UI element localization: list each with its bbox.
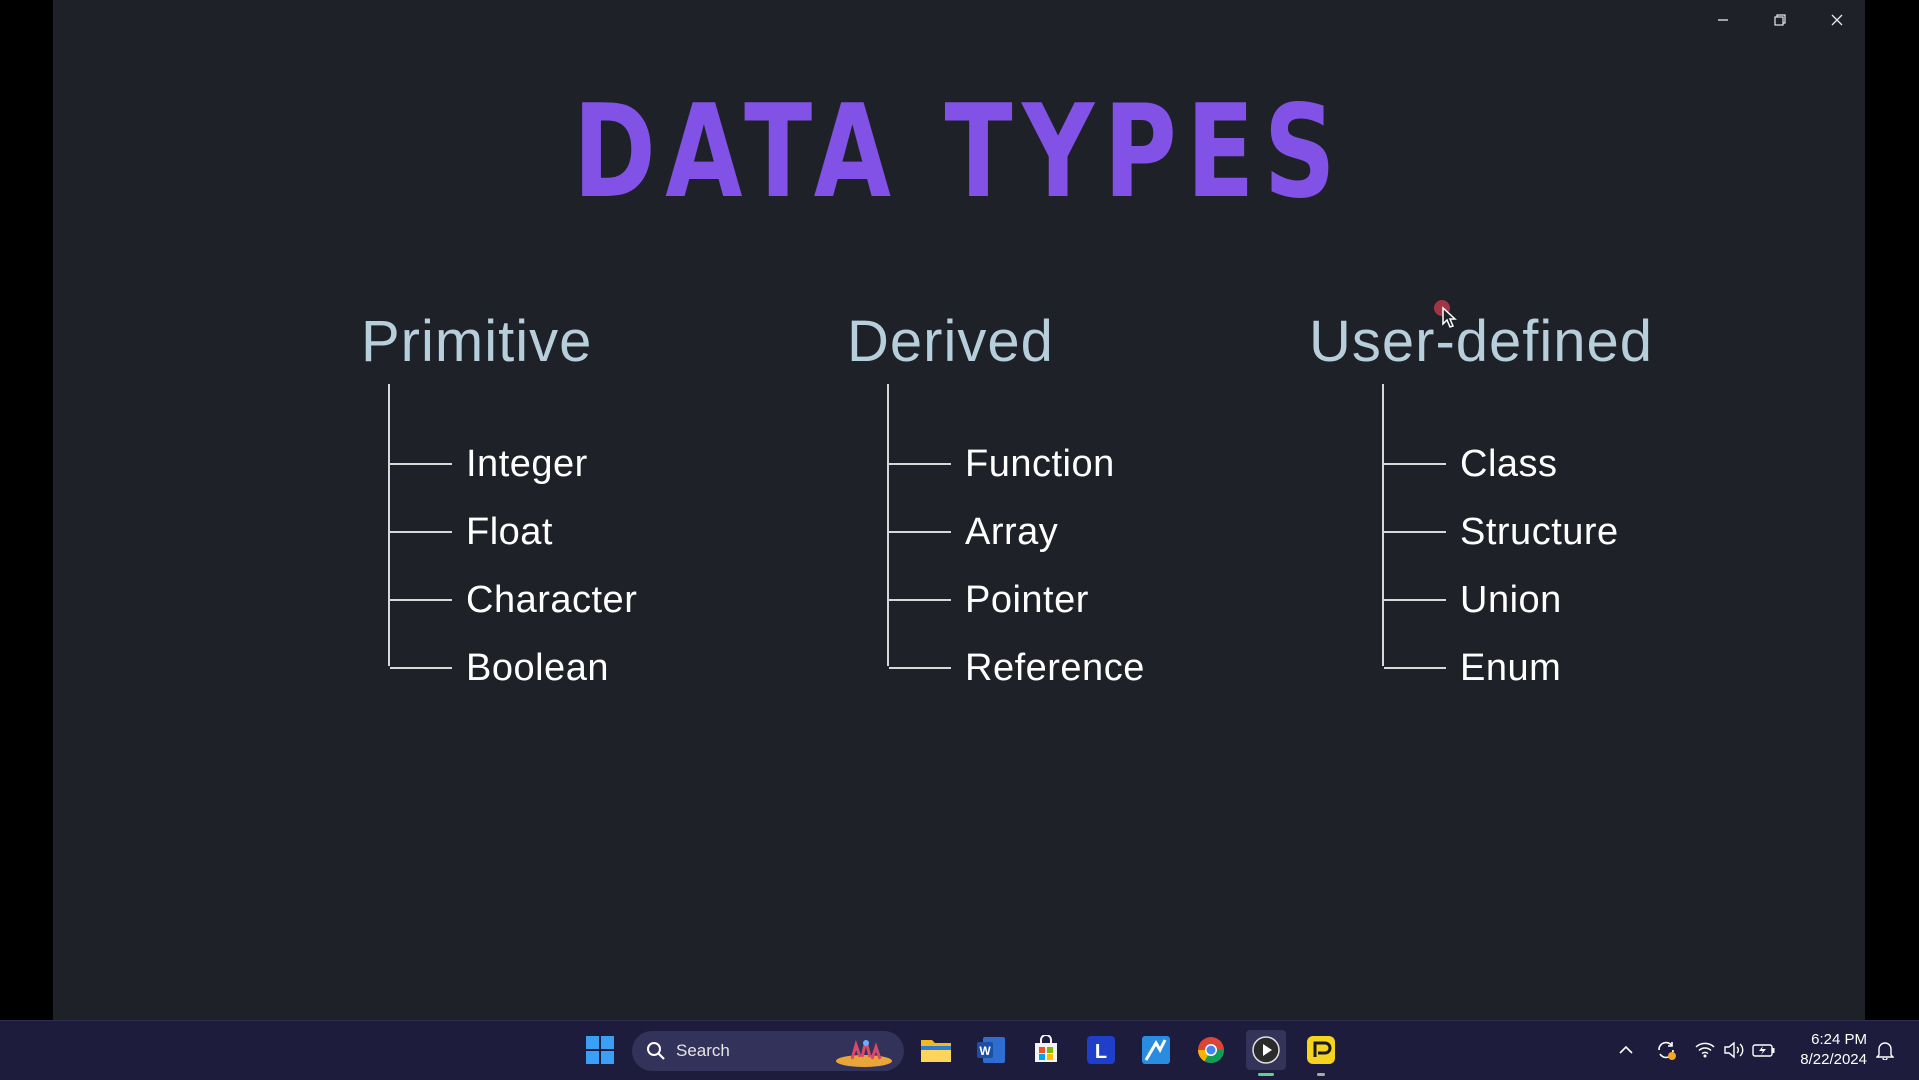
tree-item-label: Reference [965, 646, 1145, 689]
taskbar-media-player[interactable] [1246, 1030, 1286, 1076]
tree-item: Class [1384, 442, 1558, 485]
windows-logo-icon [586, 1036, 614, 1064]
tree-item: Structure [1384, 510, 1619, 553]
start-button[interactable] [580, 1030, 620, 1070]
svg-text:W: W [979, 1044, 991, 1058]
media-player-icon [1252, 1036, 1280, 1064]
active-app-indicator [1258, 1073, 1274, 1076]
column-user-defined: User-defined Class Structure Union Enum [1309, 300, 1654, 689]
tree-item: Enum [1384, 646, 1562, 689]
tree-item: Float [390, 510, 553, 553]
volume-button[interactable] [1722, 1038, 1746, 1062]
taskbar-microsoft-store[interactable] [1026, 1030, 1066, 1070]
store-icon [1035, 1035, 1057, 1062]
notifications-button[interactable] [1873, 1038, 1897, 1062]
mouse-pointer-icon [1434, 300, 1457, 328]
taskbar-file-explorer[interactable] [916, 1030, 956, 1070]
sync-status-button[interactable] [1654, 1038, 1678, 1062]
close-icon [1831, 14, 1842, 26]
search-icon [647, 1042, 665, 1060]
clock-time: 6:24 PM [1811, 1031, 1867, 1048]
column-heading: User-defined [1309, 309, 1654, 374]
tree-item: Pointer [889, 578, 1089, 621]
wifi-button[interactable] [1693, 1038, 1717, 1062]
svg-text:L: L [1095, 1041, 1107, 1063]
photo-app-icon [1142, 1036, 1170, 1064]
column-derived: Derived Function Array Pointer Reference [847, 300, 1144, 689]
tree-item-label: Structure [1460, 510, 1619, 553]
taskbar-l-sticky-app[interactable] [1301, 1030, 1341, 1076]
tree-item-label: Integer [466, 442, 588, 485]
tree-item: Function [889, 442, 1115, 485]
chevron-up-icon [1619, 1045, 1633, 1054]
taskbar: Search W L [0, 1020, 1919, 1080]
minimize-icon [1717, 19, 1728, 21]
battery-button[interactable] [1752, 1038, 1776, 1062]
search-highlight-icon [836, 1039, 892, 1067]
tree-item: Union [1384, 578, 1562, 621]
taskbar-l-app[interactable]: L [1081, 1030, 1121, 1070]
minimize-button[interactable] [1694, 0, 1751, 40]
tree-item-label: Character [466, 578, 638, 621]
tree-item: Boolean [390, 646, 609, 689]
system-clock[interactable]: 6:24 PM 8/22/2024 [1800, 1030, 1867, 1070]
word-icon: W [977, 1037, 1005, 1063]
tree-item: Array [889, 510, 1059, 553]
tree-item-label: Boolean [466, 646, 609, 689]
folder-icon [921, 1040, 951, 1062]
window-controls [1694, 0, 1865, 40]
restore-icon [1773, 14, 1786, 26]
column-heading: Derived [847, 309, 1054, 374]
speaker-icon [1724, 1041, 1744, 1059]
tree-item-label: Union [1460, 578, 1562, 621]
chrome-icon [1197, 1037, 1225, 1064]
tree-item: Character [390, 578, 638, 621]
tree-connector: Integer Float Character Boolean [388, 384, 637, 689]
tree-item-label: Function [965, 442, 1115, 485]
column-heading: Primitive [361, 309, 593, 374]
running-app-indicator [1317, 1073, 1325, 1076]
taskbar-word[interactable]: W [971, 1030, 1011, 1070]
tree-connector: Function Array Pointer Reference [887, 384, 1144, 689]
tree-item: Integer [390, 442, 588, 485]
tree-item-label: Enum [1460, 646, 1562, 689]
clock-date: 8/22/2024 [1800, 1051, 1867, 1068]
presentation-slide: DATA TYPES Primitive Integer Float Chara… [53, 0, 1865, 1020]
show-hidden-icons-button[interactable] [1614, 1038, 1638, 1062]
sync-icon [1658, 1041, 1676, 1060]
tree-item-label: Pointer [965, 578, 1089, 621]
tree-connector: Class Structure Union Enum [1382, 384, 1618, 689]
tree-item-label: Class [1460, 442, 1558, 485]
l-app-icon: L [1087, 1036, 1115, 1064]
taskbar-chrome[interactable] [1191, 1030, 1231, 1070]
column-primitive: Primitive Integer Float Character Boolea… [361, 300, 637, 689]
close-button[interactable] [1808, 0, 1865, 40]
restore-button[interactable] [1751, 0, 1808, 40]
tree-item-label: Array [965, 510, 1059, 553]
battery-charging-icon [1752, 1044, 1775, 1057]
sticky-app-icon [1307, 1036, 1335, 1064]
slide-title: DATA TYPES [572, 78, 1346, 227]
tree-item: Reference [889, 646, 1145, 689]
tree-item-label: Float [466, 510, 553, 553]
wifi-icon [1695, 1042, 1715, 1058]
taskbar-photo-app[interactable] [1136, 1030, 1176, 1070]
search-placeholder: Search [676, 1041, 730, 1060]
bell-icon [1876, 1042, 1894, 1060]
taskbar-search[interactable]: Search [632, 1031, 904, 1071]
